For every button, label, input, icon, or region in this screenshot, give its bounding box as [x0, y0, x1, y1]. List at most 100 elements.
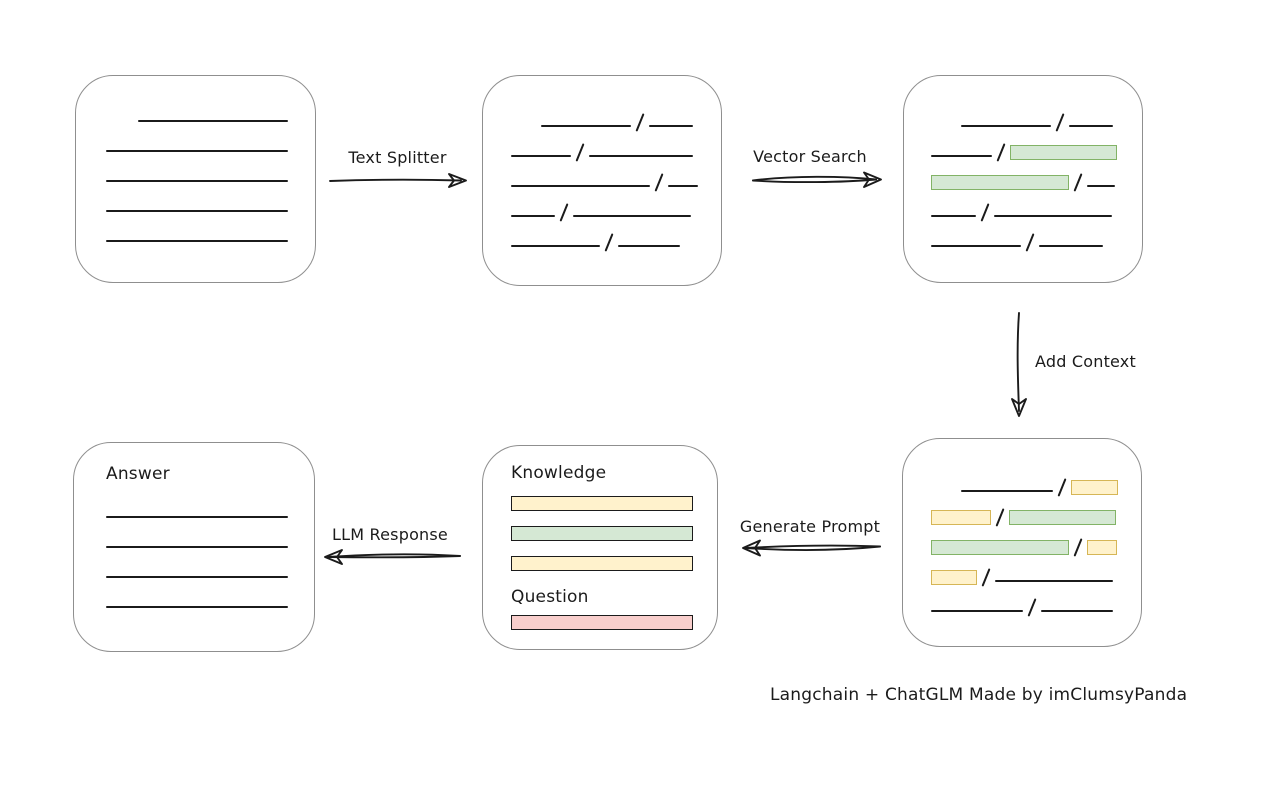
add-context-arrow: [1011, 312, 1027, 417]
text-line: [931, 610, 1023, 612]
text-line: [511, 155, 571, 157]
chunk-separator-slash: [605, 233, 613, 251]
text-line: [511, 215, 555, 217]
chunk-row: [931, 218, 1142, 248]
chunk-separator-slash: [1026, 233, 1034, 251]
text-line: [589, 155, 693, 157]
chunk-row: [106, 183, 315, 213]
vector-result-lines: [904, 76, 1142, 248]
green-chunk: [1010, 145, 1117, 160]
text-line: [106, 150, 288, 152]
text-line: [1039, 245, 1103, 247]
green-chunk: [931, 540, 1069, 555]
text-line: [573, 215, 691, 217]
chunk-separator-slash: [997, 143, 1005, 161]
credit-text: Langchain + ChatGLM Made by imClumsyPand…: [770, 685, 1188, 705]
green-chunk: [931, 175, 1069, 190]
text-line: [511, 185, 650, 187]
chunk-separator-slash: [1058, 478, 1066, 496]
vector-search-result-node: [903, 75, 1143, 283]
chunk-row: [931, 158, 1142, 191]
yellow-bar: [511, 496, 693, 511]
chunk-row: [106, 93, 315, 123]
knowledge-label: Knowledge: [511, 463, 607, 483]
text-line: [106, 240, 288, 242]
text-line: [618, 245, 680, 247]
chunk-row: [106, 123, 315, 153]
prompt-node: Knowledge Question: [482, 445, 718, 650]
document-lines: [76, 76, 315, 243]
text-line: [511, 245, 600, 247]
answer-node: Answer: [73, 442, 315, 652]
source-document-node: [75, 75, 316, 283]
chunk-row: [511, 218, 721, 248]
text-line: [931, 155, 992, 157]
text-line: [541, 125, 631, 127]
chunk-row: [511, 158, 721, 188]
chunk-row: [106, 213, 315, 243]
text-line: [1069, 125, 1113, 127]
chunk-separator-slash: [1074, 538, 1082, 556]
chunk-row: [106, 489, 314, 519]
text-line: [931, 245, 1021, 247]
chunk-separator-slash: [981, 203, 989, 221]
llm-response-label: LLM Response: [332, 525, 448, 544]
split-text-lines: [483, 76, 721, 248]
text-line: [1087, 185, 1115, 187]
text-line: [994, 215, 1112, 217]
chunk-separator-slash: [636, 113, 644, 131]
question-bars: [511, 615, 717, 630]
chunk-row: [106, 549, 314, 579]
yellow-bar: [511, 556, 693, 571]
add-context-label: Add Context: [1035, 352, 1136, 371]
generate-prompt-label: Generate Prompt: [739, 517, 881, 536]
text-line: [106, 210, 288, 212]
text-line: [649, 125, 693, 127]
chunk-separator-slash: [560, 203, 568, 221]
generate-prompt-arrow: [742, 539, 881, 557]
vector-search-label: Vector Search: [753, 147, 867, 166]
chunk-row: [931, 128, 1142, 161]
chunk-separator-slash: [576, 143, 584, 161]
vector-search-arrow: [752, 171, 882, 188]
question-label: Question: [511, 587, 589, 607]
text-splitter-label: Text Splitter: [348, 148, 447, 167]
chunk-row: [106, 579, 314, 609]
text-line: [1041, 610, 1113, 612]
text-line: [995, 580, 1113, 582]
text-line: [931, 215, 976, 217]
chunk-row: [511, 128, 721, 158]
chunk-separator-slash: [982, 568, 990, 586]
context-result-lines: [903, 439, 1141, 613]
split-text-node: [482, 75, 722, 286]
chunk-separator-slash: [1056, 113, 1064, 131]
chunk-row: [511, 188, 721, 218]
chunk-row: [106, 153, 315, 183]
chunk-separator-slash: [996, 508, 1004, 526]
chunk-row: [931, 188, 1142, 218]
knowledge-bars: [511, 496, 717, 571]
answer-label: Answer: [106, 464, 170, 484]
chunk-row: [931, 463, 1141, 496]
green-bar: [511, 526, 693, 541]
text-line: [961, 490, 1053, 492]
chunk-row: [931, 553, 1141, 586]
text-line: [106, 180, 288, 182]
red-bar: [511, 615, 693, 630]
context-result-node: [902, 438, 1142, 647]
llm-response-arrow: [324, 549, 461, 565]
text-line: [668, 185, 698, 187]
green-chunk: [1009, 510, 1116, 525]
chunk-separator-slash: [655, 173, 663, 191]
chunk-row: [931, 98, 1142, 128]
chunk-row: [931, 523, 1141, 556]
chunk-row: [511, 98, 721, 128]
text-splitter-arrow: [329, 173, 467, 188]
yellow-chunk: [1071, 480, 1118, 495]
chunk-separator-slash: [1074, 173, 1082, 191]
chunk-row: [106, 519, 314, 549]
yellow-chunk: [931, 570, 977, 585]
text-line: [106, 606, 288, 608]
text-line: [138, 120, 288, 122]
